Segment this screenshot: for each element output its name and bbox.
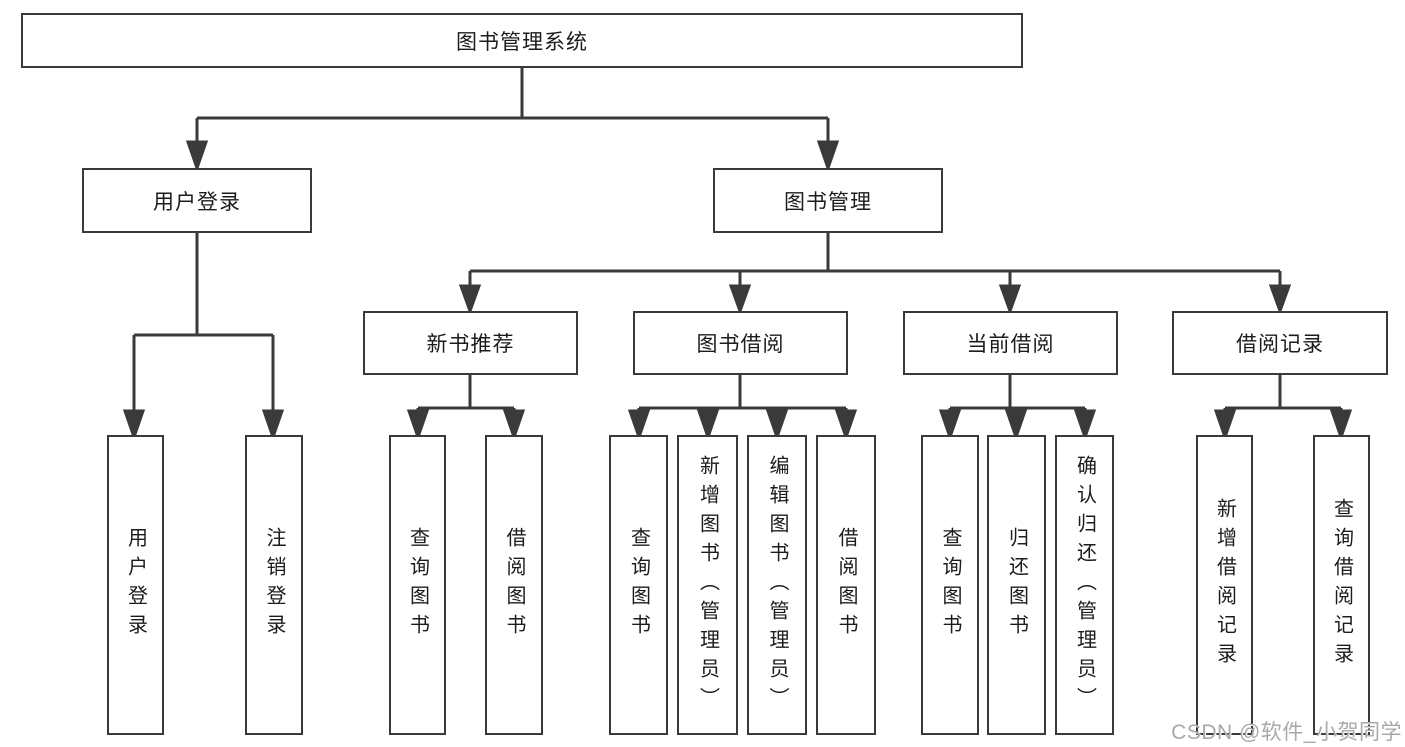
leaf-query-borrow-record: 查询借阅记录 (1313, 435, 1370, 735)
node-label: 用户登录 (153, 190, 241, 214)
arrowhead-icon (765, 409, 789, 442)
leaf-query-book-borrow: 查询图书 (609, 435, 668, 735)
arrowhead-icon (1268, 284, 1292, 316)
arrowhead-icon (1329, 409, 1353, 442)
leaf-query-book-recommend: 查询图书 (389, 435, 446, 735)
arrowhead-icon (728, 284, 752, 316)
connector-book-management-to-level2 (458, 233, 1292, 316)
connector-book-borrow-to-leaves (627, 375, 858, 442)
leaf-label: 查询借阅记录 (1330, 498, 1353, 672)
arrowhead-icon (627, 409, 651, 442)
node-root-library-system: 图书管理系统 (21, 13, 1023, 68)
arrowhead-icon (816, 140, 840, 173)
leaf-label: 编辑图书（管理员） (766, 454, 788, 716)
leaf-label: 查询图书 (939, 527, 961, 643)
node-current-borrow: 当前借阅 (903, 311, 1118, 375)
node-label: 图书管理系统 (456, 30, 588, 54)
leaf-add-book-admin: 新增图书（管理员） (677, 435, 738, 735)
leaf-add-borrow-record: 新增借阅记录 (1196, 435, 1253, 735)
leaf-logout-login: 注销登录 (245, 435, 303, 735)
connector-current-borrow-to-leaves (938, 375, 1097, 442)
leaf-label: 查询图书 (406, 527, 429, 643)
node-label: 图书借阅 (696, 333, 785, 356)
arrowhead-icon (458, 284, 482, 316)
connector-borrow-record-to-leaves (1213, 375, 1353, 442)
leaf-label: 查询图书 (627, 527, 650, 643)
node-label: 图书管理 (784, 190, 872, 214)
arrowhead-icon (261, 409, 285, 442)
node-book-borrow: 图书借阅 (633, 311, 848, 375)
csdn-watermark: CSDN @软件_小贺同学 (1171, 721, 1402, 744)
leaf-label: 借阅图书 (835, 527, 857, 643)
arrowhead-icon (1073, 409, 1097, 442)
node-book-management: 图书管理 (713, 168, 943, 233)
node-new-book-recommend: 新书推荐 (363, 311, 578, 375)
arrowhead-icon (1004, 409, 1028, 442)
leaf-label: 新增借阅记录 (1213, 498, 1236, 672)
node-label: 当前借阅 (966, 333, 1055, 356)
arrowhead-icon (998, 284, 1022, 316)
node-borrow-record: 借阅记录 (1172, 311, 1388, 375)
arrowhead-icon (185, 140, 209, 173)
arrowhead-icon (1213, 409, 1237, 442)
leaf-return-book: 归还图书 (987, 435, 1046, 735)
arrowhead-icon (696, 409, 720, 442)
arrowhead-icon (122, 409, 146, 442)
connector-new-book-recommend-to-leaves (406, 375, 526, 442)
node-label: 借阅记录 (1236, 333, 1324, 356)
leaf-edit-book-admin: 编辑图书（管理员） (747, 435, 807, 735)
leaf-user-login: 用户登录 (107, 435, 164, 735)
connector-user-login-to-leaves (122, 233, 285, 442)
leaf-borrow-book-recommend: 借阅图书 (485, 435, 543, 735)
node-label: 新书推荐 (426, 333, 515, 356)
leaf-query-book-current: 查询图书 (921, 435, 979, 735)
leaf-label: 确认归还（管理员） (1073, 454, 1096, 716)
leaf-label: 归还图书 (1005, 527, 1028, 643)
leaf-label: 用户登录 (124, 527, 147, 643)
leaf-label: 注销登录 (263, 527, 285, 643)
leaf-label: 借阅图书 (503, 527, 525, 643)
arrowhead-icon (406, 409, 430, 442)
leaf-confirm-return-admin: 确认归还（管理员） (1055, 435, 1114, 735)
connector-root-to-level1 (185, 68, 840, 173)
arrowhead-icon (938, 409, 962, 442)
leaf-borrow-book: 借阅图书 (816, 435, 876, 735)
arrowhead-icon (502, 409, 526, 442)
node-user-login: 用户登录 (82, 168, 312, 233)
leaf-label: 新增图书（管理员） (696, 454, 719, 716)
arrowhead-icon (834, 409, 858, 442)
